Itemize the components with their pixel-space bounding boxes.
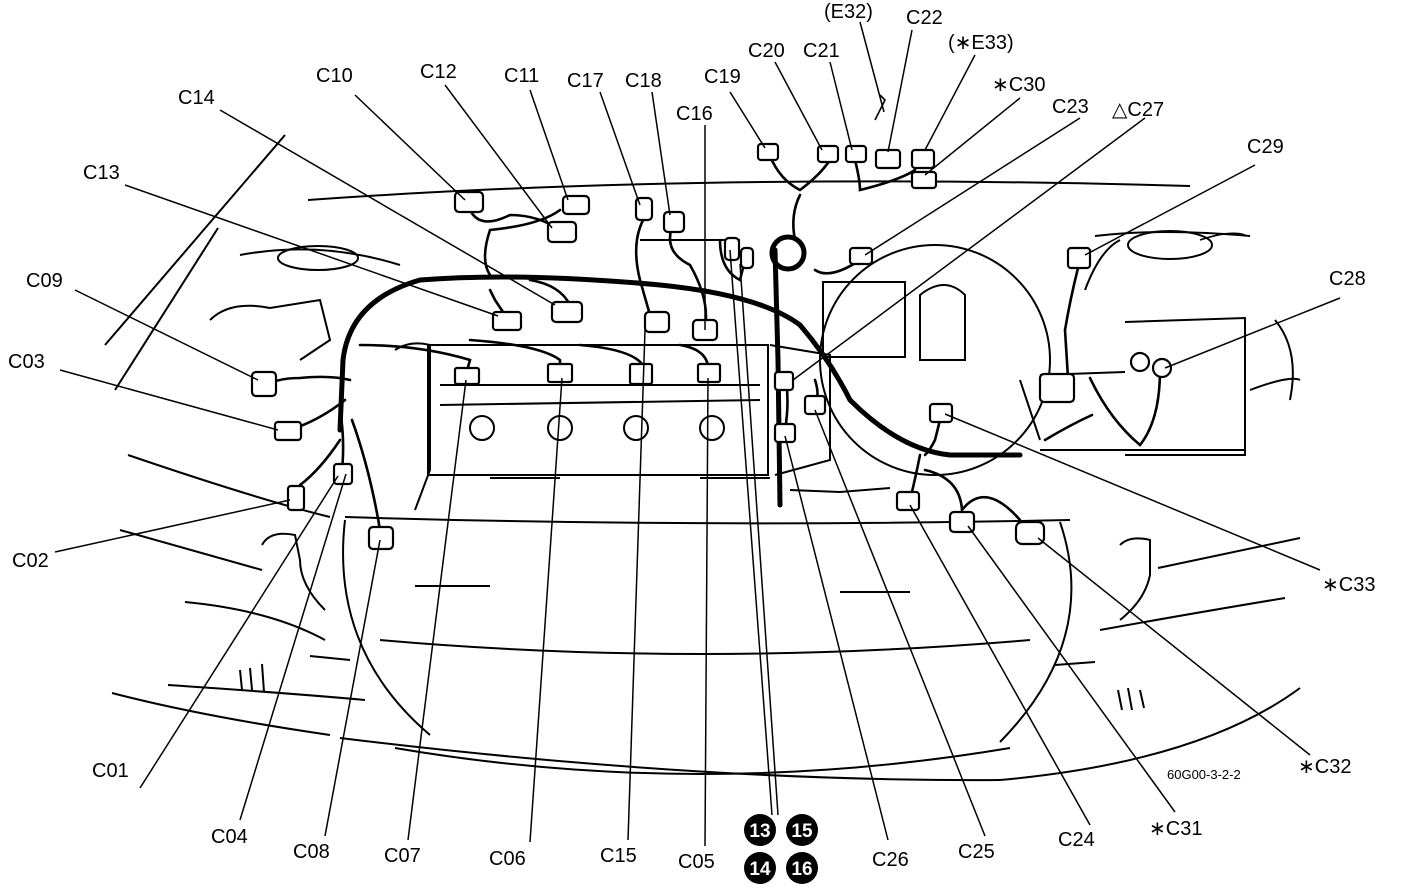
label-c30: ∗C30 xyxy=(992,74,1045,96)
label-c01: C01 xyxy=(92,760,129,782)
label-c21: C21 xyxy=(803,40,840,62)
label-c32: ∗C32 xyxy=(1298,756,1351,778)
svg-text:15: 15 xyxy=(791,821,813,842)
label-c22: C22 xyxy=(906,7,943,29)
label-c09: C09 xyxy=(26,270,63,292)
label-c19: C19 xyxy=(704,66,741,88)
label-c04: C04 xyxy=(211,826,248,848)
label-c24: C24 xyxy=(1058,829,1095,851)
label-c03: C03 xyxy=(8,351,45,373)
label-c18: C18 xyxy=(625,70,662,92)
label-c23: C23 xyxy=(1052,96,1089,118)
label-c02: C02 xyxy=(12,550,49,572)
label-c12: C12 xyxy=(420,61,457,83)
label-c25: C25 xyxy=(958,841,995,863)
figure-code: 60G00-3-2-2 xyxy=(1167,767,1241,782)
reference-badges: 13 15 14 16 xyxy=(744,814,818,884)
connector-bodies xyxy=(250,142,1173,551)
svg-text:13: 13 xyxy=(749,821,770,842)
label-c20: C20 xyxy=(748,40,785,62)
label-c29: C29 xyxy=(1247,136,1284,158)
connector-labels: C01 C02 C03 C04 C05 C06 C07 C08 C09 C10 … xyxy=(8,1,1375,873)
label-c15: C15 xyxy=(600,845,637,867)
label-c11: C11 xyxy=(504,65,539,87)
label-c06: C06 xyxy=(489,848,526,870)
branch-wires xyxy=(266,94,1246,532)
label-e32: (E32) xyxy=(824,1,873,23)
svg-text:14: 14 xyxy=(749,859,771,880)
label-c28: C28 xyxy=(1329,268,1366,290)
label-c26: C26 xyxy=(872,849,909,871)
svg-text:16: 16 xyxy=(791,859,812,880)
label-c14: C14 xyxy=(178,87,215,109)
engine-block xyxy=(209,230,1301,511)
label-c33: ∗C33 xyxy=(1322,574,1375,596)
label-c07: C07 xyxy=(384,845,421,867)
label-c16: C16 xyxy=(676,103,713,125)
badge-15: 15 xyxy=(786,814,818,846)
label-e33: (∗E33) xyxy=(948,32,1014,54)
label-c13: C13 xyxy=(83,162,120,184)
label-c27: △C27 xyxy=(1112,99,1164,121)
label-c10: C10 xyxy=(316,65,353,87)
label-c08: C08 xyxy=(293,841,330,863)
badge-16: 16 xyxy=(786,852,818,884)
leader-lines xyxy=(54,21,1341,847)
label-c31: ∗C31 xyxy=(1149,818,1202,840)
label-c17: C17 xyxy=(567,70,604,92)
badge-14: 14 xyxy=(744,852,776,884)
vehicle-body-outline xyxy=(104,134,1301,782)
badge-13: 13 xyxy=(744,814,776,846)
label-c05: C05 xyxy=(678,851,715,873)
